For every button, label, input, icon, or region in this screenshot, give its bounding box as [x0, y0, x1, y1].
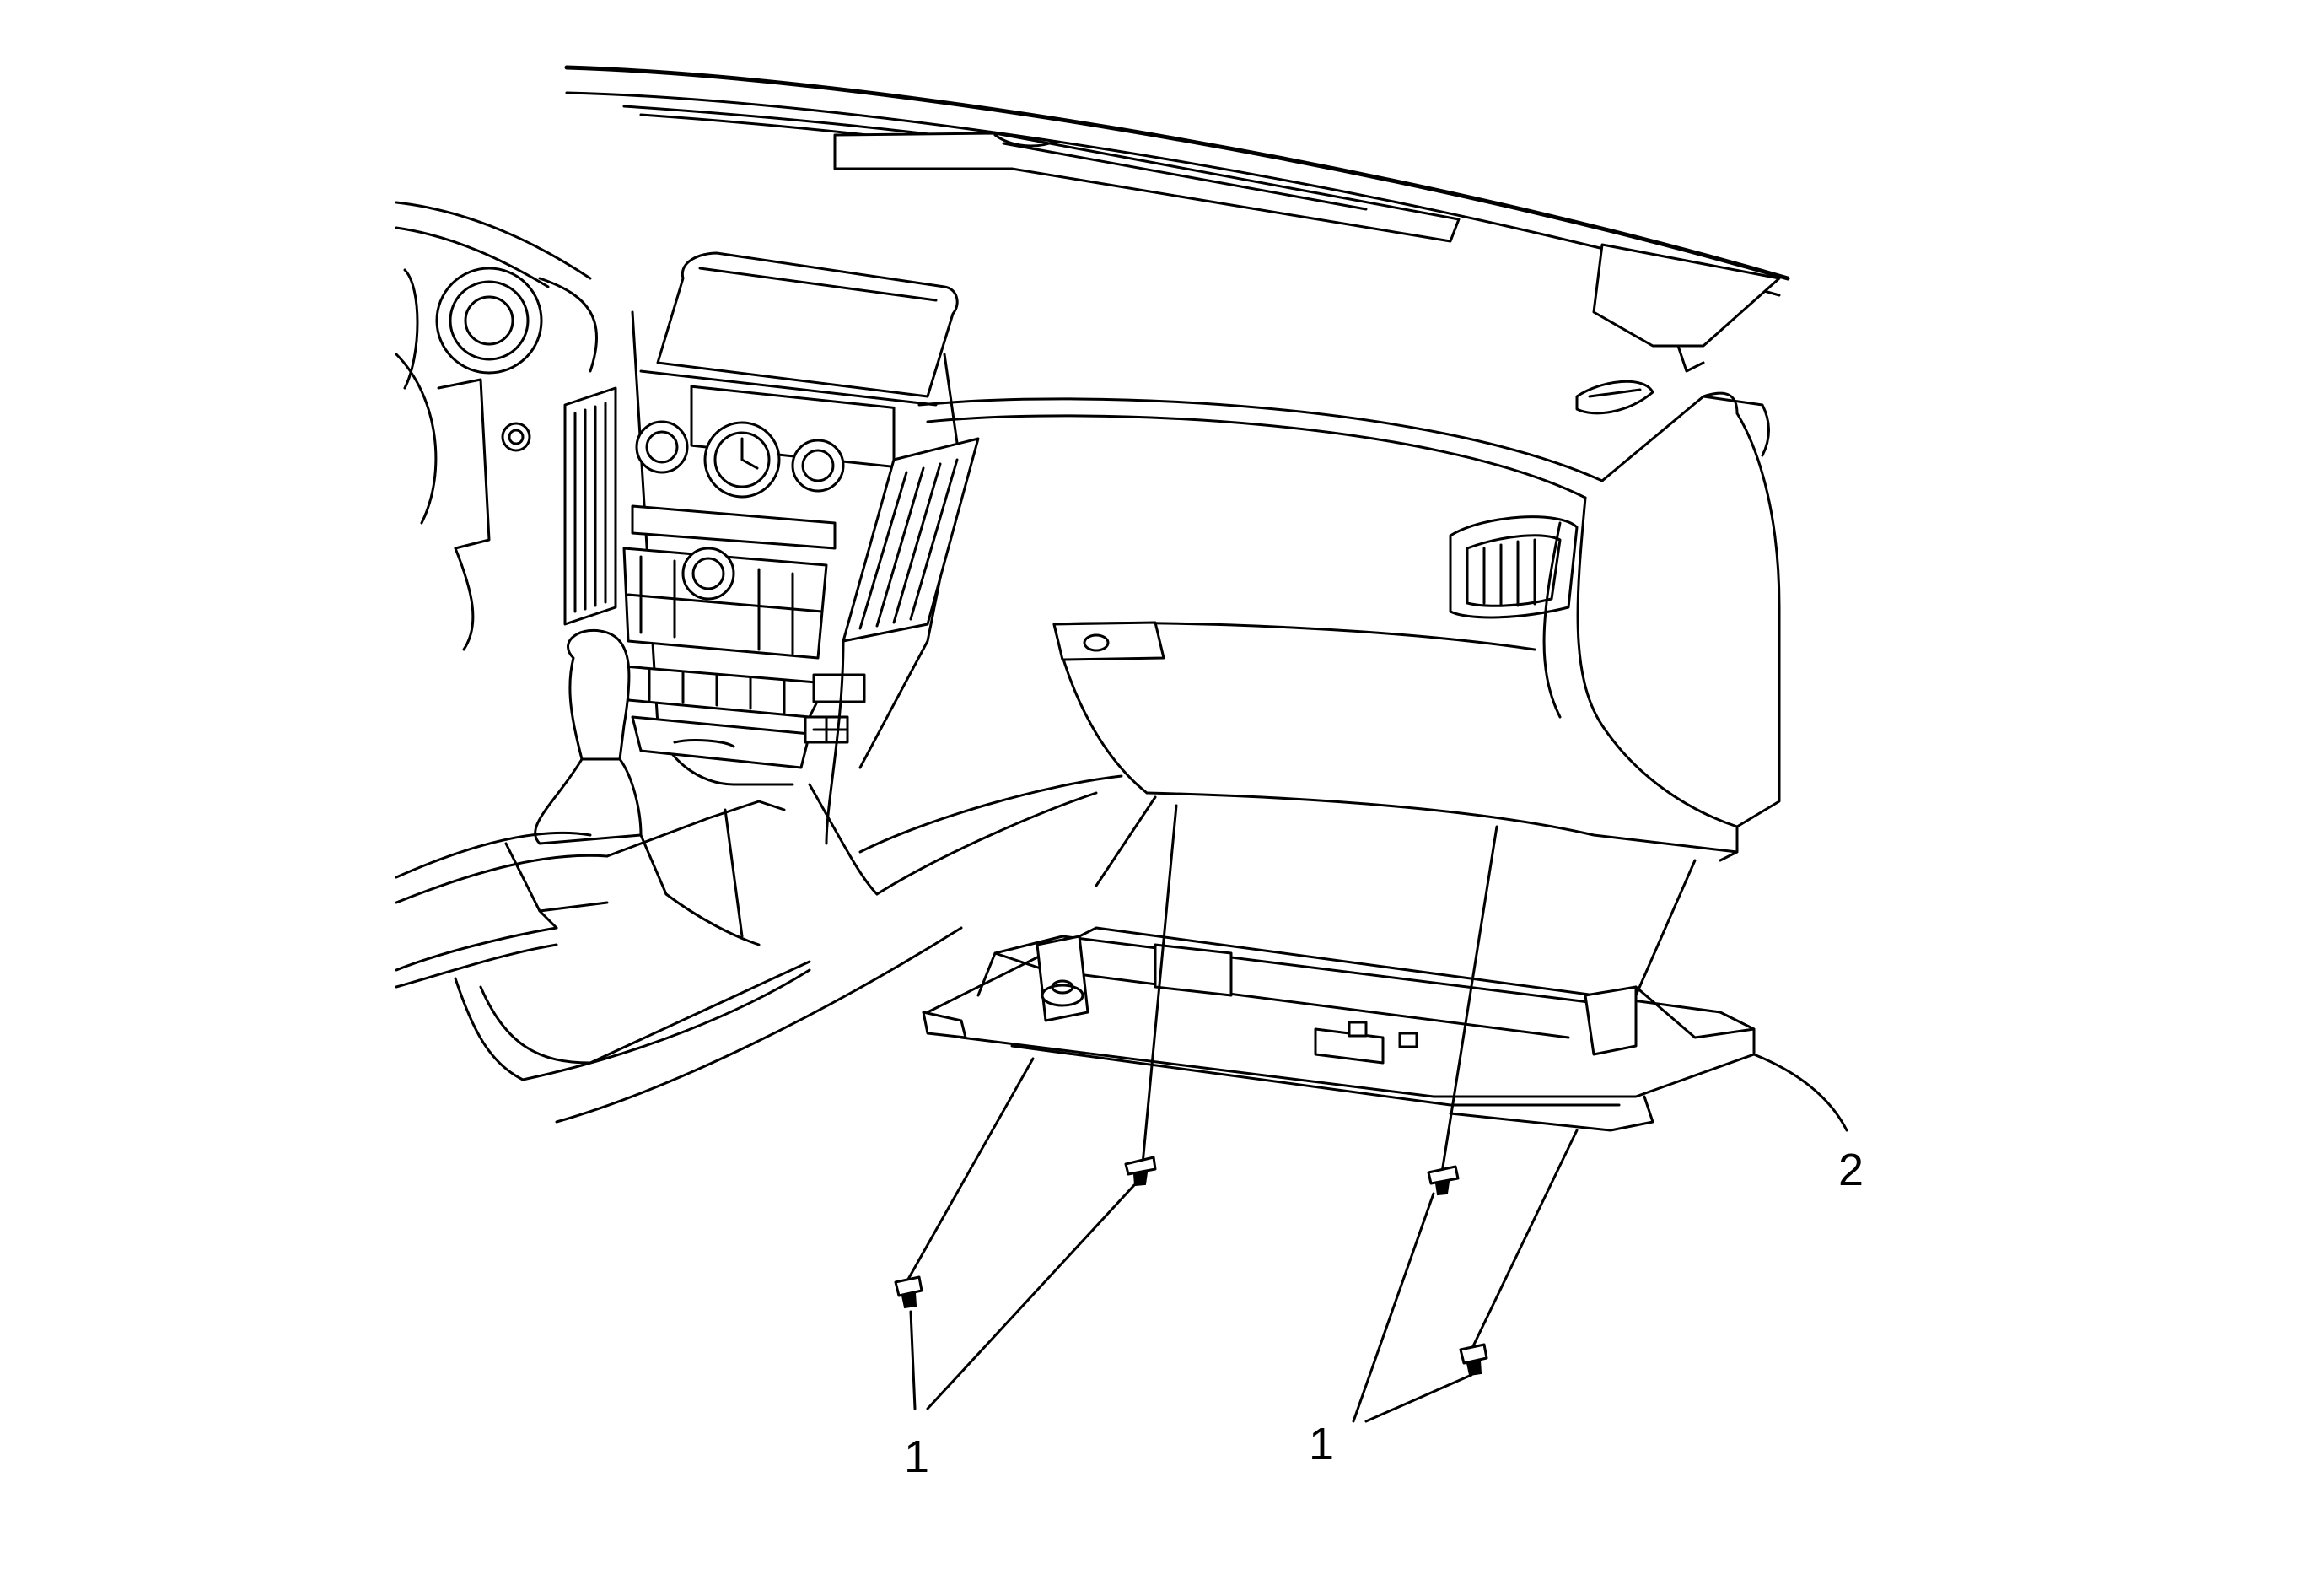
- callout-leader-1-left: [909, 1183, 1136, 1410]
- fastener-screw-3: [1427, 825, 1498, 1196]
- dash-right-side-panel: [1542, 412, 1781, 862]
- lower-dash-trim: [454, 639, 1123, 1124]
- callout-label-1-left: 1: [904, 1431, 929, 1482]
- passenger-dash-upper: [917, 380, 1770, 499]
- callout-label-2: 2: [1838, 1145, 1864, 1195]
- fastener-screw-1: [894, 1057, 1035, 1309]
- gear-shifter: [534, 628, 643, 845]
- instrument-cluster: [395, 201, 598, 651]
- center-console: [395, 800, 786, 989]
- dash-end-cap: [1592, 243, 1781, 373]
- fastener-screw-2: [1124, 804, 1178, 1187]
- center-left-vent: [563, 386, 617, 626]
- windshield-base-trim: [564, 65, 1790, 297]
- fastener-screw-4: [1459, 1129, 1579, 1377]
- glovebox-opening: [1052, 621, 1739, 854]
- callout-label-1-right: 1: [1309, 1419, 1334, 1469]
- callout-leader-1-right: [1352, 1192, 1473, 1423]
- passenger-right-vent: [1449, 515, 1579, 619]
- center-right-vent: [842, 437, 980, 643]
- glovebox-door: [922, 795, 1756, 1132]
- center-stack: [622, 251, 963, 786]
- callout-leader-2: [1752, 1053, 1848, 1132]
